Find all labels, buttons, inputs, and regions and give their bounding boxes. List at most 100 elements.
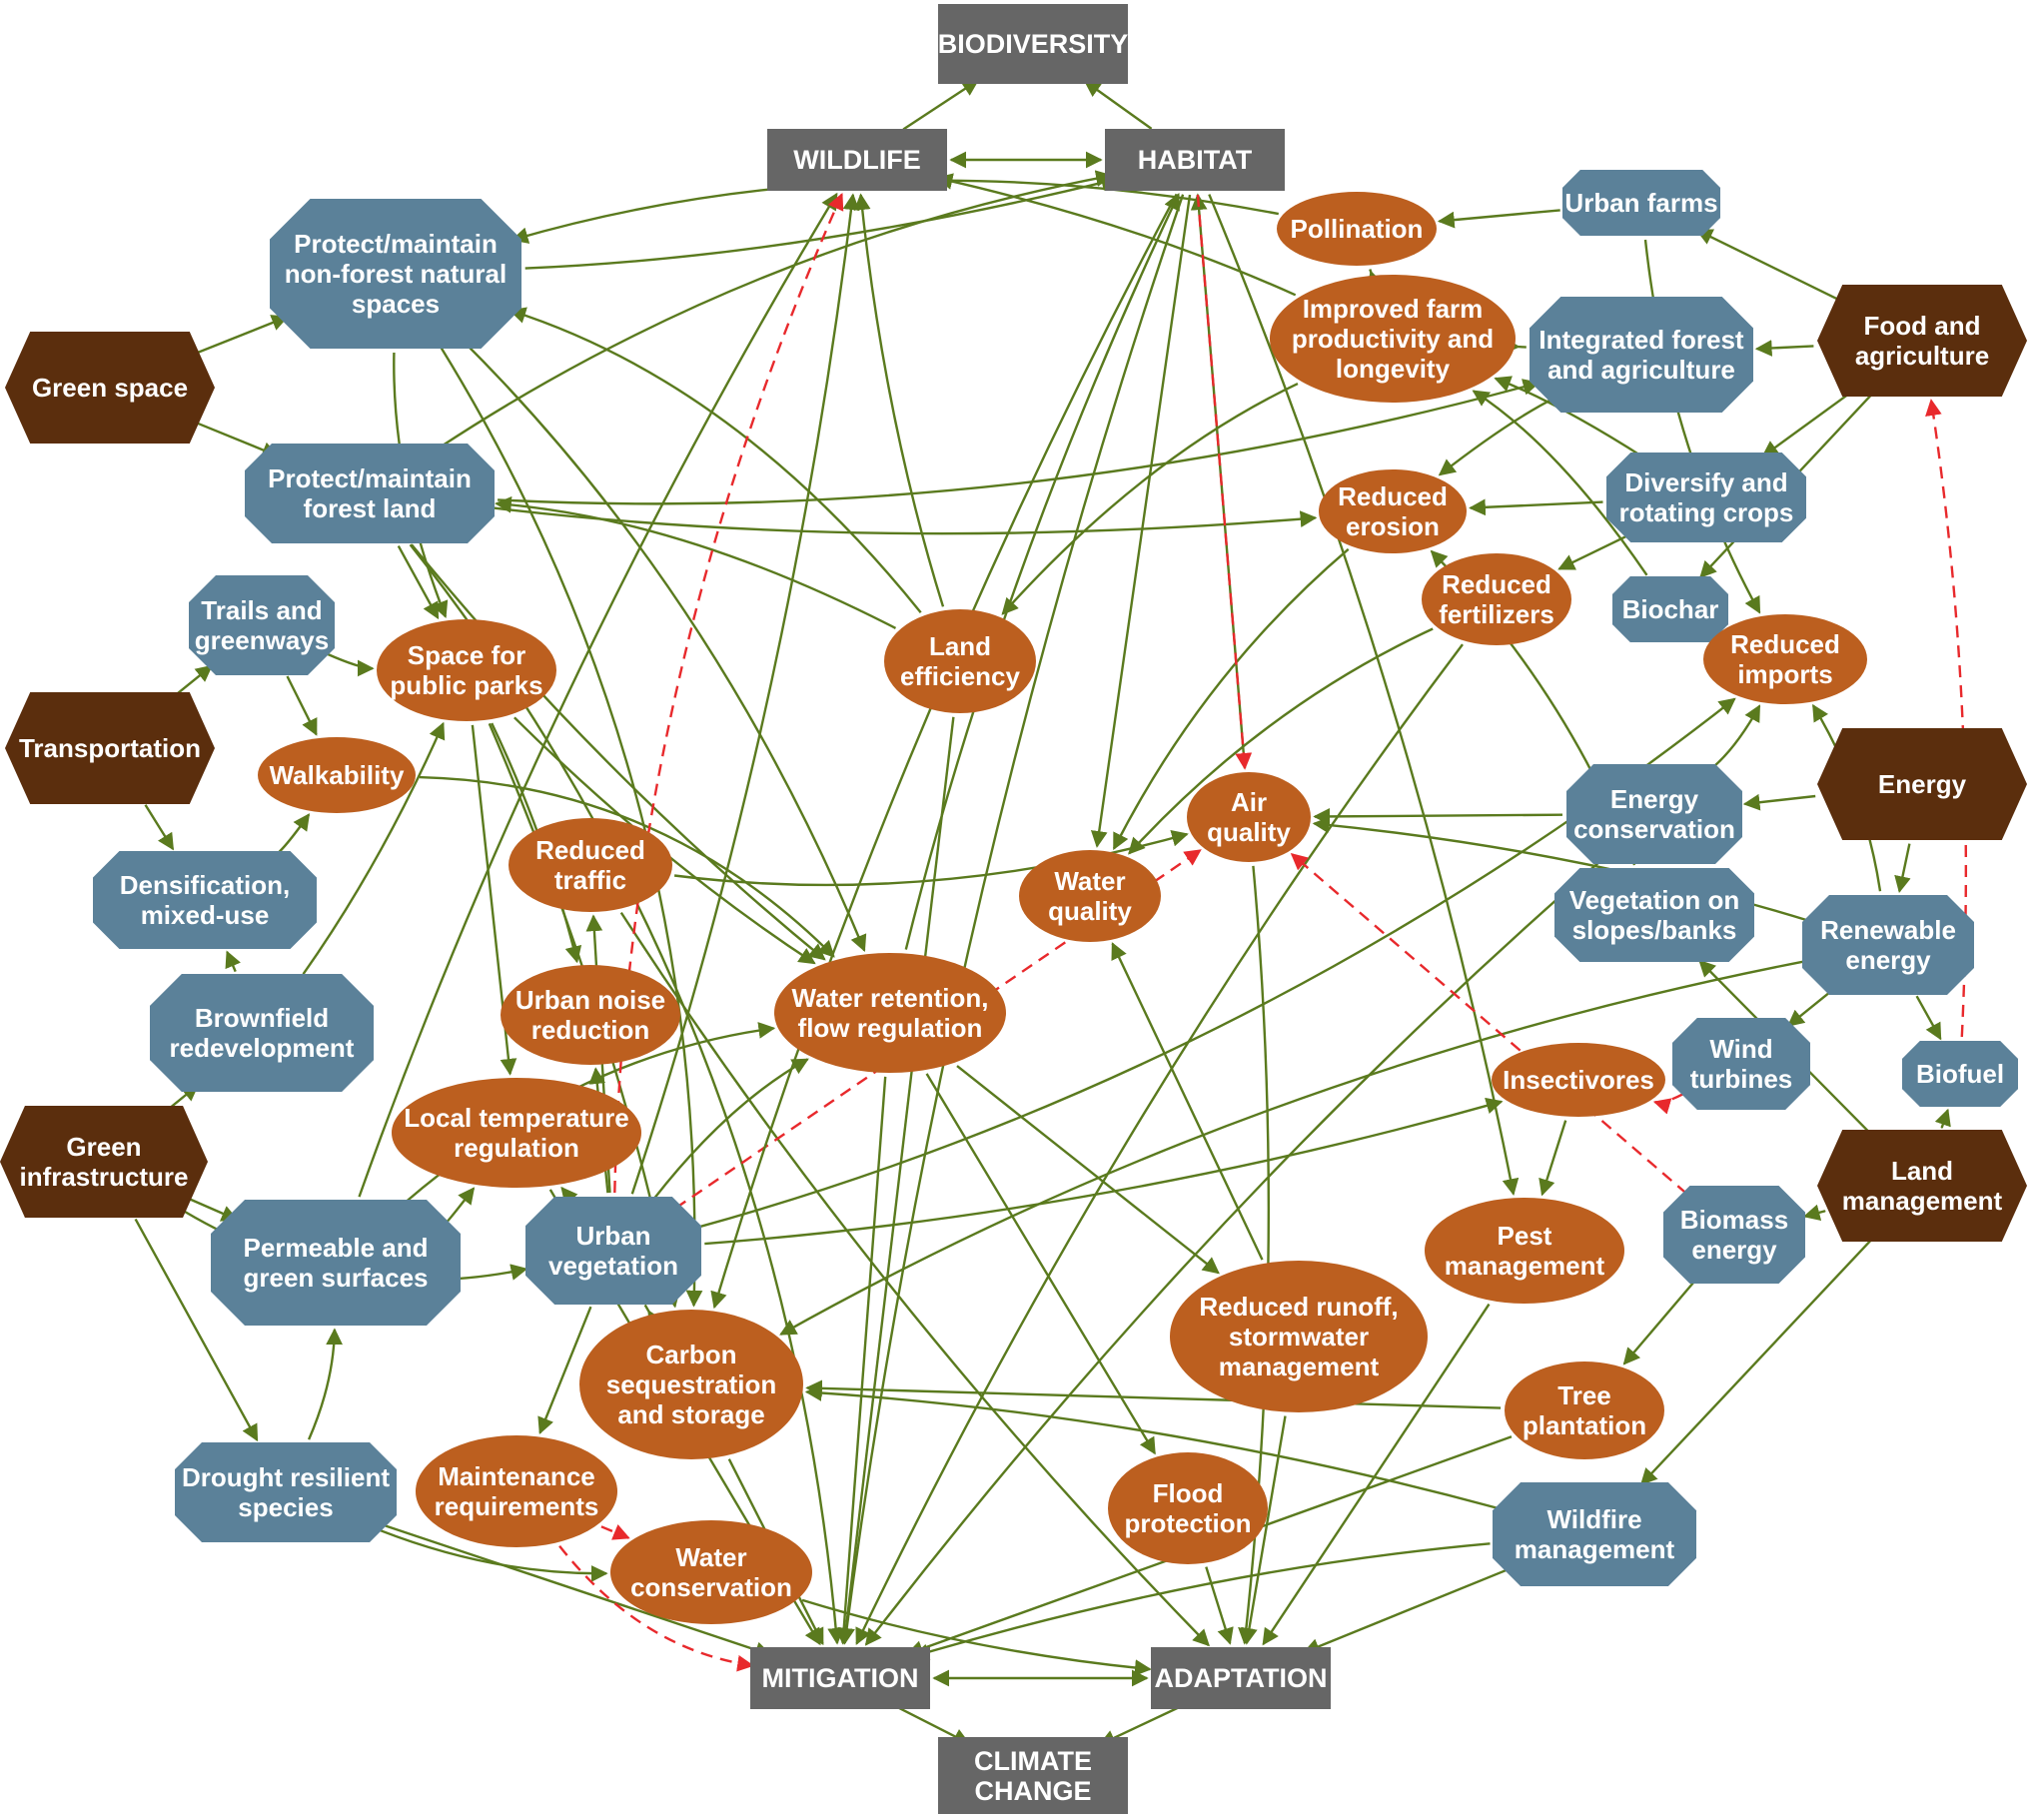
node-local-temp-label: Local temperature	[404, 1103, 628, 1133]
node-renewable-label: Renewable	[1820, 915, 1956, 945]
node-tree-plantation-label: plantation	[1523, 1410, 1646, 1440]
node-drought-label: Drought resilient	[182, 1462, 390, 1492]
edge-habitat-to-carbon	[710, 193, 1178, 1310]
node-tree-plantation-label: Tree	[1557, 1380, 1611, 1410]
node-improved-farm-label: Improved farm	[1303, 294, 1484, 324]
edge-energy_conservation-to-reduced_imports	[1707, 704, 1761, 772]
node-diversify-label: rotating crops	[1619, 497, 1794, 527]
node-reduced-runoff-shape	[1170, 1261, 1428, 1412]
edge-maintenance-to-mitigation	[558, 1544, 754, 1672]
node-adaptation: ADAPTATION	[1151, 1647, 1331, 1709]
node-drought-label: species	[238, 1492, 333, 1522]
edge-habitat-to-air_quality	[1196, 194, 1253, 770]
edge-water_retention-to-habitat	[904, 192, 1180, 950]
edge-permeable-to-wildlife	[358, 192, 838, 1198]
node-protect-nonforest-label: spaces	[352, 289, 440, 319]
node-air-quality-shape	[1187, 772, 1311, 862]
node-protect-forest-shape	[245, 444, 495, 543]
node-improved-farm-label: longevity	[1336, 354, 1451, 384]
node-brownfield-label: Brownfield	[195, 1003, 329, 1033]
node-reduced-traffic-shape	[509, 818, 672, 912]
node-trails-label: greenways	[195, 625, 329, 655]
edge-densification-to-walkability	[272, 813, 311, 859]
node-local-temp-shape	[392, 1078, 641, 1188]
edge-land_efficiency-to-protect_nonforest	[509, 307, 922, 613]
node-green-infrastructure-shape	[0, 1106, 208, 1218]
node-adaptation-label: ADAPTATION	[1155, 1663, 1328, 1693]
edge-reduced_traffic-to-air_quality	[673, 830, 1189, 887]
edge-water_conservation-to-adaptation	[801, 1598, 1152, 1676]
node-water-conservation-label: conservation	[630, 1572, 792, 1602]
node-climate-change-shape	[938, 1737, 1128, 1814]
edge-drought-to-mitigation	[379, 1522, 772, 1658]
node-flood-shape	[1108, 1452, 1268, 1564]
edge-land_efficiency-to-protect_forest	[495, 495, 897, 629]
edge-food_agriculture-to-integrated	[1754, 340, 1814, 357]
edge-drought-to-permeable	[307, 1328, 344, 1440]
node-energy-conservation-label: conservation	[1573, 814, 1735, 844]
edge-permeable-to-local_temp	[442, 1187, 476, 1228]
edge-renewable-to-wind	[1786, 987, 1836, 1027]
node-drought-shape	[175, 1442, 397, 1542]
edge-land_management-to-biofuel	[1934, 1108, 1951, 1129]
node-reduced-runoff-label: stormwater	[1229, 1322, 1369, 1352]
node-wind-label: Wind	[1709, 1034, 1772, 1064]
edge-land_management-to-wildfire	[1639, 1238, 1873, 1486]
node-reduced-runoff-label: Reduced runoff,	[1199, 1292, 1398, 1322]
edge-pest-to-adaptation	[1262, 1303, 1491, 1646]
node-food-agriculture-label: agriculture	[1855, 341, 1989, 371]
edge-energy_conservation-to-air_quality	[1313, 807, 1563, 825]
edge-wildfire-to-adaptation	[1302, 1567, 1512, 1655]
node-transportation-label: Transportation	[19, 733, 201, 763]
edge-reduced_traffic-to-adaptation	[619, 911, 1210, 1647]
node-water-quality-shape	[1019, 850, 1161, 942]
node-wildfire-shape	[1493, 1482, 1696, 1586]
edge-food_agriculture-to-urban_farms	[1695, 229, 1842, 303]
node-reduced-traffic-label: traffic	[554, 865, 626, 895]
edge-tree_plantation-to-carbon	[805, 1379, 1502, 1409]
edge-biochar-to-improved_farm	[1472, 390, 1648, 576]
edge-diversify-to-reduced_erosion	[1469, 498, 1603, 516]
edge-habitat-to-mitigation	[838, 194, 1185, 1645]
node-food-agriculture-label: Food and	[1864, 311, 1981, 341]
edge-integrated-to-reduced_erosion	[1438, 396, 1557, 476]
node-biodiversity-shape	[938, 4, 1128, 84]
node-walkability-shape	[258, 737, 416, 813]
node-carbon-shape	[579, 1310, 803, 1459]
node-biofuel-shape	[1902, 1041, 2018, 1107]
node-wildlife-shape	[767, 129, 947, 191]
edge-biomass-to-tree_plantation	[1622, 1279, 1697, 1365]
node-insectivores-label: Insectivores	[1503, 1065, 1654, 1095]
edge-habitat-to-pest	[1208, 194, 1520, 1196]
edge-reduced_fertilizers-to-water_quality	[1128, 627, 1434, 855]
node-urban-vegetation-label: vegetation	[548, 1251, 678, 1281]
node-pest-label: management	[1445, 1251, 1605, 1281]
node-biomass-shape	[1663, 1186, 1805, 1284]
node-wildfire-label: Wildfire	[1546, 1504, 1641, 1534]
node-biochar: Biochar	[1612, 576, 1728, 642]
node-brownfield-shape	[150, 974, 374, 1092]
node-permeable-shape	[211, 1200, 461, 1326]
node-pollination: Pollination	[1277, 192, 1437, 266]
node-water-quality-label: quality	[1048, 896, 1132, 926]
edge-energy-to-renewable	[1894, 843, 1911, 894]
node-reduced-imports-label: Reduced	[1730, 629, 1840, 659]
node-insectivores-shape	[1492, 1043, 1665, 1117]
node-land-efficiency-label: Land	[929, 631, 991, 661]
node-protect-nonforest-shape	[270, 199, 521, 349]
node-diversify-label: Diversify and	[1624, 467, 1787, 497]
edge-improved_farm-to-wildlife	[935, 173, 1297, 297]
